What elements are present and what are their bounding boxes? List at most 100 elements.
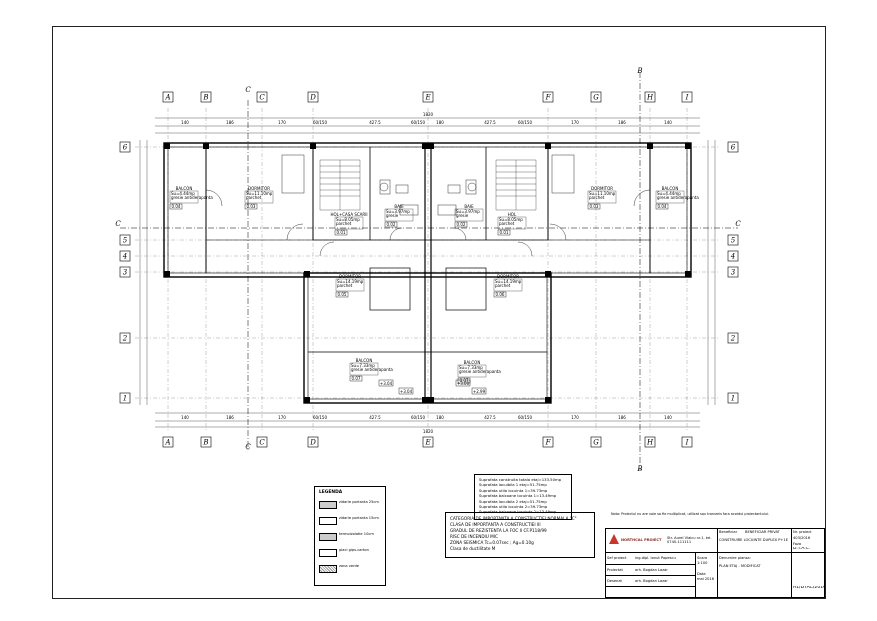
legend-item: termoizolatie 10cm xyxy=(319,531,381,543)
level-mark-l1: +3.04 xyxy=(378,379,394,387)
room-area: Su=8.05mp xyxy=(336,217,360,222)
category-line-6: Clasa de ductilitate M xyxy=(450,546,496,551)
legend-label: zidarie portanta 25cm xyxy=(339,500,379,504)
room-finish: gresie antiderapanta xyxy=(171,195,213,200)
legend-swatch xyxy=(319,565,337,573)
legend-title: LEGENDA xyxy=(319,490,343,495)
area-line-5: Suprafata locuibila 2 etaj=51.75mp xyxy=(479,498,547,504)
title-block-note: Nota: Proiectul nu are voie sa fie multi… xyxy=(611,512,770,516)
company-name: NORTHCAL PROIECT xyxy=(621,538,662,542)
grid-label-row-4: 4 xyxy=(730,253,735,261)
grid-label-col-I: I xyxy=(685,94,689,102)
staircase-right xyxy=(495,159,537,211)
grid-marker-row-1: 1 xyxy=(119,392,131,404)
level-mark-l4: +2.99 xyxy=(471,387,487,395)
room-code: 0.04 xyxy=(172,204,181,209)
room-code: 0.01 xyxy=(337,230,346,235)
room-area: Su=11.10mp xyxy=(246,191,273,196)
legend-item: placi gips-carton xyxy=(319,547,381,559)
section-label-b-bottom: B xyxy=(636,465,642,473)
dimension-top-3: 60/150 xyxy=(313,120,328,125)
category-line-1: CATEGORIA DE IMPORTANTA A CONSTRUCTIEI N… xyxy=(450,516,577,521)
category-line-5: ZONA SEISMICA Tc=0.07sec ; Ag=0.10g xyxy=(450,540,534,545)
dimension-bottom-4: 427.5 xyxy=(369,415,381,420)
room-code: 0.02 xyxy=(457,222,466,227)
grid-label-row-6: 6 xyxy=(123,144,128,152)
category-box: CATEGORIA DE IMPORTANTA A CONSTRUCTIEI N… xyxy=(445,512,595,558)
grid-marker-row-4: 4 xyxy=(727,250,739,262)
room-name: DORMITOR xyxy=(497,274,519,279)
drawing-sheet-border xyxy=(52,26,826,599)
title-block-frame xyxy=(605,528,825,598)
dimension-bottom-5: 60/150 xyxy=(411,415,426,420)
room-area: Su=14.19mp xyxy=(495,279,522,284)
legend-item: zona verde xyxy=(319,563,381,575)
room-name: BAIE xyxy=(394,204,404,209)
desenat-label: Desenat xyxy=(607,579,622,583)
grid-marker-row-3: 3 xyxy=(727,266,739,278)
dimension-texts: 14014018618617017060/15060/150427.5427.5… xyxy=(181,112,672,434)
section-label-c-left: C xyxy=(115,220,121,228)
room-area: Su=3.97mp xyxy=(386,209,410,214)
room-code: 0.06 xyxy=(496,292,505,297)
company-logo xyxy=(609,534,619,544)
area-line-6: Suprafata utila locuinta 2=39.73mp xyxy=(479,504,548,510)
areas-box: Suprafata construita totala etaj=133.50m… xyxy=(474,474,572,520)
grid-label-row-6: 6 xyxy=(731,144,736,152)
data-label: Data xyxy=(697,572,706,576)
dimension-top-5: 60/150 xyxy=(411,120,426,125)
grid-marker-col-D: D xyxy=(307,91,319,103)
level-mark-l3: +3.00 xyxy=(455,379,471,387)
dimension-top-0: 140 xyxy=(181,120,189,125)
dimension-top-4: 427.5 xyxy=(369,120,381,125)
level-value: +2.99 xyxy=(473,389,486,394)
grid-marker-row-3: 3 xyxy=(119,266,131,278)
room-area: Su=4.44mp xyxy=(171,191,195,196)
legend-label: zona verde xyxy=(339,564,359,568)
room-name: BALCON xyxy=(176,186,193,191)
dimension-bottom-11: 140 xyxy=(664,415,672,420)
dimension-bottom-8: 60/150 xyxy=(518,415,533,420)
dimension-bottom-0: 140 xyxy=(181,415,189,420)
room-area: Su=11.10mp xyxy=(589,191,616,196)
room-finish: parchet xyxy=(336,221,352,226)
plansa-number: A1/DTAC/2016 xyxy=(793,586,825,590)
area-line-4: Suprafata balcoane locuinta 1=13.49mp xyxy=(479,493,557,499)
grid-label-col-G: G xyxy=(593,94,599,102)
grid-marker-col-A: A xyxy=(162,436,174,448)
beneficiar-label: Beneficiar xyxy=(719,530,738,534)
room-area: Su=14.19mp xyxy=(337,279,364,284)
section-label-c-right: C xyxy=(735,220,741,228)
section-label-c-bottom: C xyxy=(245,443,251,451)
area-line-3: Suprafata utila locuinta 1=39.73mp xyxy=(479,487,548,493)
room-code: 0.01 xyxy=(500,230,509,235)
room-code: 0.03 xyxy=(590,204,599,209)
legend-swatch xyxy=(319,549,337,557)
faza-value: D.T.A.C. xyxy=(793,547,811,551)
room-name: DORMITOR xyxy=(591,186,613,191)
dimension-chain-top xyxy=(155,117,700,134)
room-finish: parchet xyxy=(337,283,353,288)
room-code: 0.05 xyxy=(338,292,347,297)
proiectat-label: Proiectat xyxy=(607,568,623,572)
dimension-bottom-2: 170 xyxy=(278,415,286,420)
axis-lines xyxy=(135,108,720,430)
company-address: Str. Aurel Vlaicu nr.1, tel. 0740-111111 xyxy=(667,536,712,545)
grid-label-row-2: 2 xyxy=(730,335,736,343)
dimension-bottom-3: 60/150 xyxy=(313,415,328,420)
room-code: 0.07 xyxy=(460,378,469,383)
grid-label-col-B: B xyxy=(202,94,208,102)
grid-marker-row-5: 5 xyxy=(727,234,739,246)
area-line-2: Suprafata locuibila 1 etaj=51.75mp xyxy=(479,482,547,488)
